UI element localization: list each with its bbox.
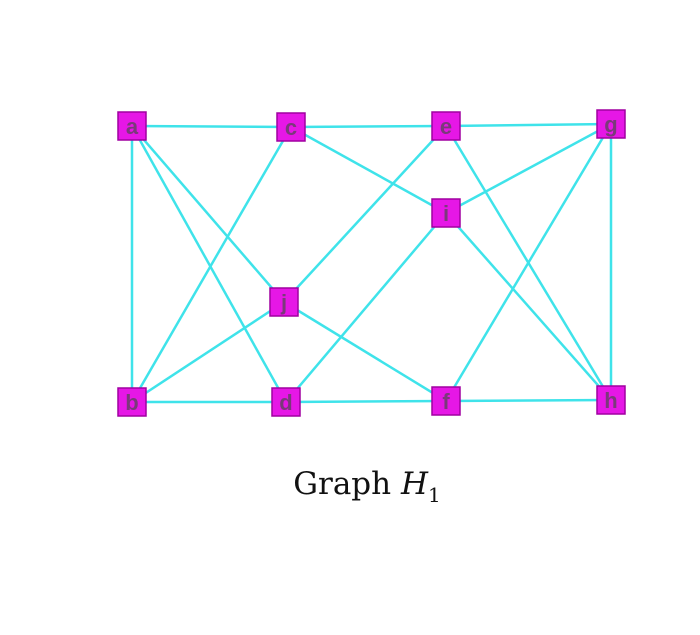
- vertex-box-i: [431, 198, 461, 228]
- vertex-box-h: [596, 385, 626, 415]
- edge-f-h: [445, 398, 612, 403]
- edge-a-d: [130, 125, 288, 403]
- vertex-j: j: [269, 287, 299, 317]
- vertex-box-c: [276, 112, 306, 142]
- vertex-label-d: d: [279, 390, 292, 415]
- edge-j-b: [131, 300, 285, 404]
- vertex-g: g: [596, 109, 626, 139]
- edge-g-i: [445, 122, 612, 215]
- vertex-label-j: j: [280, 290, 287, 315]
- vertex-label-g: g: [604, 112, 617, 137]
- vertex-box-e: [431, 111, 461, 141]
- caption-subscript: 1: [428, 483, 441, 507]
- edge-e-g: [445, 122, 612, 128]
- edge-layer: [130, 122, 613, 404]
- vertex-i: i: [431, 198, 461, 228]
- edge-c-e: [290, 124, 447, 129]
- vertex-label-e: e: [440, 114, 452, 139]
- vertex-box-a: [117, 111, 147, 141]
- vertex-label-a: a: [126, 114, 139, 139]
- vertex-label-c: c: [285, 115, 297, 140]
- edge-c-i: [290, 125, 447, 215]
- vertex-box-f: [431, 386, 461, 416]
- vertex-label-f: f: [442, 389, 450, 414]
- vertex-label-i: i: [443, 201, 449, 226]
- caption-word: Graph: [293, 466, 392, 502]
- edge-i-d: [285, 212, 447, 403]
- vertex-box-b: [117, 387, 147, 417]
- vertex-box-j: [269, 287, 299, 317]
- edge-a-c: [131, 124, 292, 129]
- vertex-h: h: [596, 385, 626, 415]
- caption-symbol: H: [400, 466, 429, 502]
- graph-caption: Graph H1: [0, 466, 700, 507]
- vertex-d: d: [271, 387, 301, 417]
- edge-g-f: [444, 123, 613, 402]
- edge-d-f: [285, 399, 447, 404]
- vertex-box-d: [271, 387, 301, 417]
- edge-j-f: [283, 300, 447, 403]
- vertex-label-b: b: [125, 390, 138, 415]
- vertex-a: a: [117, 111, 147, 141]
- edge-e-j: [283, 125, 447, 303]
- vertex-c: c: [276, 112, 306, 142]
- edge-c-b: [130, 126, 293, 403]
- vertex-e: e: [431, 111, 461, 141]
- edge-a-j: [131, 125, 285, 303]
- vertex-layer: a c e g i j b d f h: [117, 109, 626, 417]
- edge-i-h: [445, 212, 612, 401]
- vertex-label-h: h: [604, 388, 617, 413]
- vertex-b: b: [117, 387, 147, 417]
- vertex-box-g: [596, 109, 626, 139]
- vertex-f: f: [431, 386, 461, 416]
